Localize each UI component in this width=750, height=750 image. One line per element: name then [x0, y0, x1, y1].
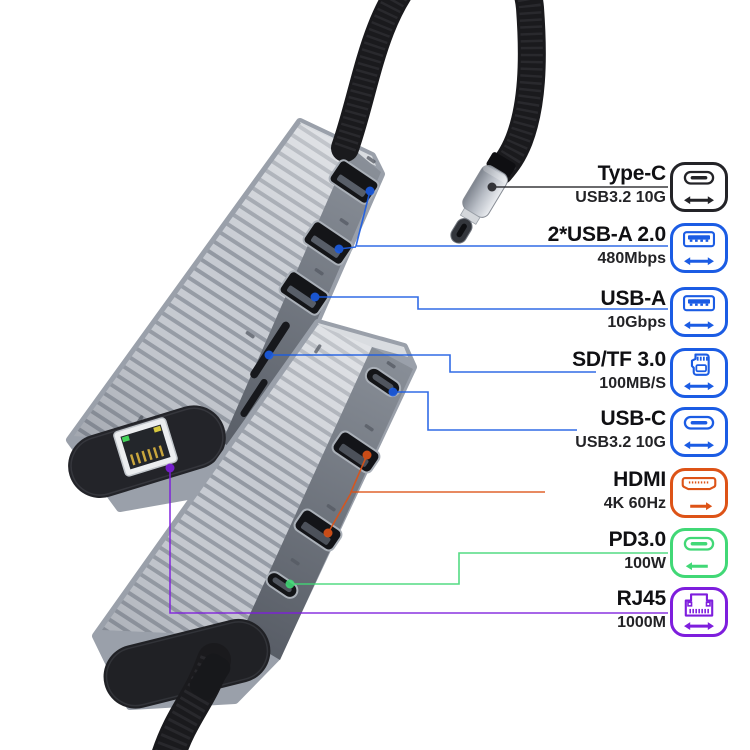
callout-dot [165, 463, 175, 473]
cable-boot-bottom [189, 653, 231, 700]
callout-dot [285, 579, 295, 589]
callout-usb-c [388, 387, 577, 431]
cable-braid-texture [334, 0, 543, 179]
engraved-port-glyphs-2 [290, 344, 396, 566]
rj45-end-cap [68, 405, 226, 499]
callout-dot [310, 292, 320, 302]
rj45-gold-pins [129, 445, 165, 466]
callout-dot [487, 182, 497, 192]
rj45-led-green [121, 435, 130, 443]
type-c-connector [450, 152, 516, 244]
callout-dot [365, 186, 375, 196]
callout-hdmi [323, 450, 545, 538]
callout-lines [165, 182, 668, 614]
hdmi-port-1 [331, 430, 381, 474]
callout-dot [323, 528, 333, 538]
callout-2usb-a [334, 186, 668, 254]
callout-rj45 [165, 463, 668, 614]
tf-card-slot [240, 378, 268, 418]
rj45-jack [113, 417, 178, 477]
rj45-led-amber [153, 425, 162, 433]
usb-a-port-2 [302, 220, 354, 266]
usb-a-port-3 [278, 270, 330, 316]
hub-rear-view [66, 0, 546, 512]
callout-sd-tf [264, 350, 596, 373]
sd-card-slot [250, 321, 290, 379]
hub1-top-shade [74, 124, 351, 442]
callout-usb-a [310, 292, 668, 310]
callout-dot [264, 350, 274, 360]
callout-dot [388, 387, 398, 397]
callout-dot [362, 450, 372, 460]
callout-pd [285, 552, 668, 589]
engraved-port-glyphs [136, 156, 376, 425]
hdmi-port-2 [293, 508, 343, 552]
pd-usb-c-port [265, 571, 299, 599]
host-cable [331, 0, 546, 185]
callout-dot [334, 244, 344, 254]
hub2-end-face [318, 323, 408, 357]
callout-type-c [487, 182, 668, 192]
